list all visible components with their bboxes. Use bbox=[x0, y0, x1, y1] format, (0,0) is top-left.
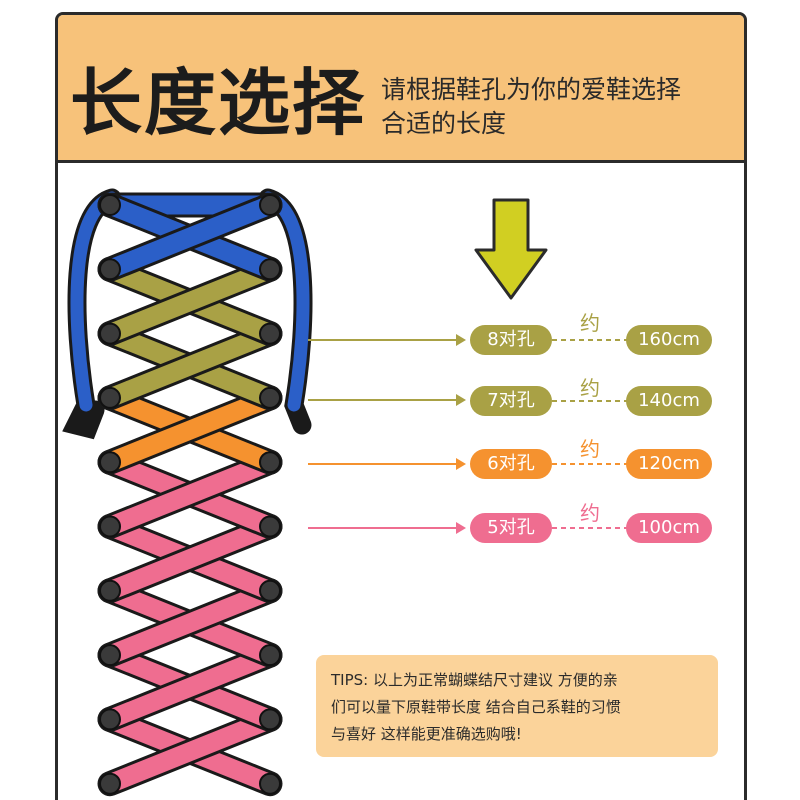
lace-segment-up-5 bbox=[97, 514, 283, 604]
approx-label-8: 约 bbox=[580, 311, 600, 335]
eyelet-right-0 bbox=[259, 194, 281, 216]
pointer-line-8 bbox=[308, 334, 466, 346]
lace-segment-up-4 bbox=[97, 449, 283, 539]
eyelet-left-0 bbox=[99, 194, 121, 216]
tips-line-1: TIPS: 以上为正常蝴蝶结尺寸建议 方便的亲 bbox=[331, 671, 618, 689]
eyelet-left-2 bbox=[99, 322, 121, 345]
holes-pill-5: 5对孔 bbox=[470, 513, 552, 543]
eyelet-left-4 bbox=[99, 451, 121, 474]
eyelet-left-3 bbox=[99, 386, 121, 409]
pointer-line-6 bbox=[308, 458, 466, 470]
eyelet-right-5 bbox=[259, 515, 281, 538]
pointer-line-7 bbox=[308, 394, 466, 406]
lace-segment-up-6 bbox=[97, 578, 283, 668]
approx-label-6: 约 bbox=[580, 437, 600, 461]
eyelet-left-8 bbox=[99, 708, 121, 731]
holes-pill-7: 7对孔 bbox=[470, 386, 552, 416]
lace-segment-up-1 bbox=[97, 256, 283, 347]
header-banner: 长度选择 请根据鞋孔为你的爱鞋选择 合适的长度 bbox=[58, 15, 744, 163]
tips-box: TIPS: 以上为正常蝴蝶结尺寸建议 方便的亲 们可以量下原鞋带长度 结合自己系… bbox=[316, 655, 718, 757]
tips-line-3: 与喜好 这样能更准确选购哦! bbox=[331, 725, 522, 743]
tips-line-2: 们可以量下原鞋带长度 结合自己系鞋的习惯 bbox=[331, 698, 621, 716]
eyelet-right-2 bbox=[259, 322, 281, 345]
approx-label-7: 约 bbox=[580, 376, 600, 400]
eyelet-right-8 bbox=[259, 708, 281, 731]
approx-label-5: 约 bbox=[580, 501, 600, 525]
length-pill-6: 120cm bbox=[626, 449, 712, 479]
eyelet-right-6 bbox=[259, 579, 281, 602]
eyelet-right-3 bbox=[259, 386, 281, 409]
page-title: 长度选择 bbox=[70, 61, 367, 145]
length-pill-5: 100cm bbox=[626, 513, 712, 543]
page-subtitle: 请根据鞋孔为你的爱鞋选择 合适的长度 bbox=[381, 73, 731, 141]
subtitle-line-1: 请根据鞋孔为你的爱鞋选择 bbox=[381, 75, 682, 104]
eyelet-left-9 bbox=[99, 772, 121, 795]
eyelet-right-7 bbox=[259, 644, 281, 667]
eyelet-right-9 bbox=[259, 772, 281, 795]
eyelet-right-4 bbox=[259, 451, 281, 474]
eyelet-left-5 bbox=[99, 515, 121, 538]
eyelet-left-1 bbox=[99, 258, 121, 281]
holes-pill-6: 6对孔 bbox=[470, 449, 552, 479]
eyelet-left-6 bbox=[99, 579, 121, 602]
pointer-line-5 bbox=[308, 522, 466, 534]
down-arrow-icon bbox=[474, 198, 548, 300]
lace-segment-up-2 bbox=[97, 321, 283, 411]
length-pill-7: 140cm bbox=[626, 386, 712, 416]
length-pill-8: 160cm bbox=[626, 325, 712, 355]
lace-segment-up-0 bbox=[97, 192, 283, 282]
eyelet-right-1 bbox=[259, 258, 281, 281]
lace-segment-up-7 bbox=[97, 642, 283, 732]
eyelet-left-7 bbox=[99, 644, 121, 667]
subtitle-line-2: 合适的长度 bbox=[381, 109, 507, 138]
lace-segment-up-3 bbox=[97, 385, 283, 475]
holes-pill-8: 8对孔 bbox=[470, 325, 552, 355]
lace-segment-up-8 bbox=[97, 706, 283, 797]
